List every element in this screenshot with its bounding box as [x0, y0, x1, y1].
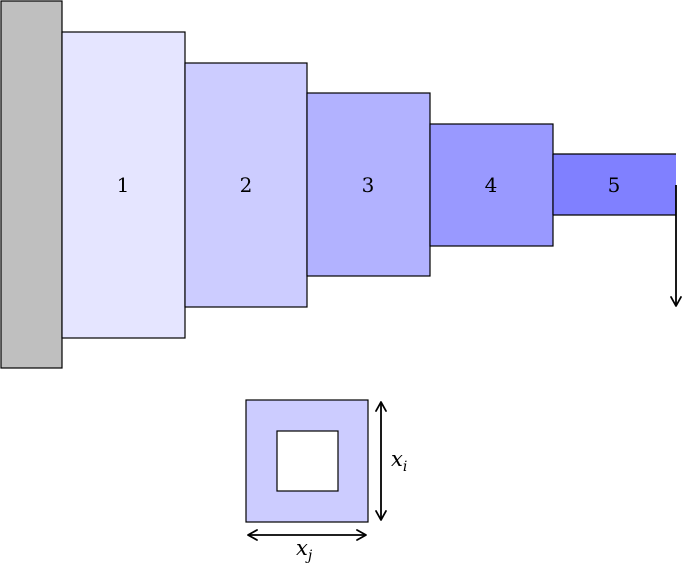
height-dimension-label: xi — [391, 447, 407, 475]
width-dimension-label: xj — [296, 536, 313, 564]
beam-segment-4: 4 — [429, 123, 554, 247]
segment-label-2: 2 — [240, 173, 253, 197]
segment-label-4: 4 — [485, 173, 498, 197]
segment-label-3: 3 — [362, 173, 375, 197]
beam-segment-2: 2 — [184, 62, 308, 308]
cross-section — [245, 399, 369, 523]
cross-section-hole — [276, 430, 339, 492]
segment-label-1: 1 — [117, 173, 130, 197]
beam-segment-3: 3 — [306, 92, 431, 277]
segment-label-5: 5 — [608, 173, 621, 197]
beam-segment-5: 5 — [552, 153, 676, 216]
fixed-wall — [0, 0, 63, 369]
beam-segment-1: 1 — [61, 31, 186, 339]
